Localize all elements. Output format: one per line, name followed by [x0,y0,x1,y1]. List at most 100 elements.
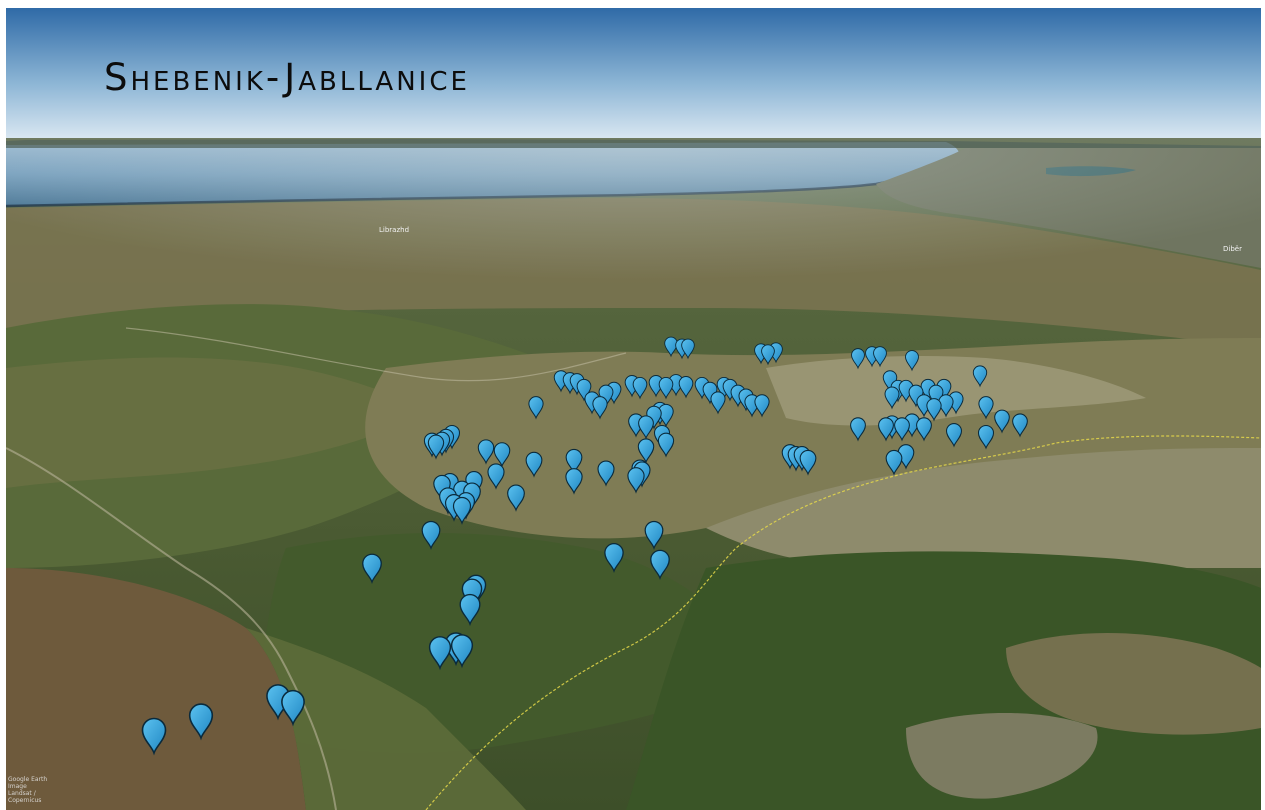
map-marker[interactable] [604,543,624,574]
map-marker-icon[interactable] [884,386,900,410]
map-marker[interactable] [761,344,775,366]
map-marker-icon[interactable] [885,449,903,476]
map-marker-icon[interactable] [644,520,664,550]
map-marker-icon[interactable] [427,434,445,460]
map-marker[interactable] [525,451,543,478]
map-marker[interactable] [638,415,654,440]
map-marker-icon[interactable] [945,423,963,448]
map-marker[interactable] [658,376,674,400]
map-marker[interactable] [528,396,544,420]
map-marker[interactable] [493,442,511,468]
map-marker[interactable] [754,394,770,418]
map-marker[interactable] [977,425,995,450]
map-marker[interactable] [658,403,674,428]
map-marker-icon[interactable] [710,391,726,415]
map-marker[interactable] [905,350,919,372]
map-marker-icon[interactable] [421,520,441,550]
map-marker-icon[interactable] [658,403,674,428]
map-marker-icon[interactable] [977,425,995,450]
map-marker[interactable] [884,386,900,410]
map-marker-icon[interactable] [362,553,382,585]
map-marker[interactable] [799,449,817,476]
map-marker[interactable] [972,365,988,388]
map-marker[interactable] [627,467,645,494]
map-marker[interactable] [894,417,910,442]
map-marker[interactable] [141,717,167,756]
map-marker[interactable] [664,336,678,358]
map-marker[interactable] [565,468,583,495]
map-marker[interactable] [1012,413,1028,438]
map-marker-icon[interactable] [565,449,583,475]
map-marker-icon[interactable] [905,350,919,372]
map-marker-icon[interactable] [650,549,670,581]
map-marker[interactable] [994,409,1010,434]
map-marker[interactable] [850,417,866,442]
map-marker-icon[interactable] [638,415,654,440]
map-marker-icon[interactable] [459,593,481,627]
map-marker-icon[interactable] [657,432,675,458]
map-marker[interactable] [450,634,474,669]
map-marker[interactable] [926,398,942,422]
map-marker[interactable] [657,432,675,458]
map-marker-icon[interactable] [681,338,695,360]
map-marker[interactable] [710,391,726,415]
map-marker-icon[interactable] [894,417,910,442]
map-marker[interactable] [428,636,452,671]
map-marker-icon[interactable] [878,417,894,442]
map-marker-icon[interactable] [799,449,817,476]
map-marker-icon[interactable] [565,468,583,495]
map-marker-icon[interactable] [637,438,655,464]
map-marker-icon[interactable] [972,365,988,388]
map-marker[interactable] [938,394,954,418]
map-marker[interactable] [507,484,525,512]
map-marker-icon[interactable] [938,394,954,418]
map-marker-icon[interactable] [452,497,472,525]
map-marker[interactable] [362,553,382,585]
map-marker[interactable] [452,497,472,525]
map-marker-icon[interactable] [487,463,505,490]
map-marker[interactable] [681,338,695,360]
map-marker-icon[interactable] [450,634,474,669]
map-marker-icon[interactable] [916,417,932,442]
map-marker[interactable] [459,593,481,627]
map-marker-icon[interactable] [754,394,770,418]
map-marker[interactable] [592,396,608,420]
map-marker[interactable] [427,434,445,460]
map-marker[interactable] [916,417,932,442]
map-marker[interactable] [644,520,664,550]
map-marker-icon[interactable] [477,439,495,465]
map-marker-icon[interactable] [188,703,214,741]
map-marker-icon[interactable] [604,543,624,574]
map-marker-icon[interactable] [664,336,678,358]
map-marker[interactable] [487,463,505,490]
map-marker-icon[interactable] [678,376,694,399]
map-marker-icon[interactable] [525,451,543,478]
map-marker-icon[interactable] [528,396,544,420]
map-marker-icon[interactable] [978,396,994,420]
map-marker[interactable] [637,438,655,464]
map-marker-icon[interactable] [507,484,525,512]
map-marker-icon[interactable] [873,346,887,368]
map-marker-icon[interactable] [627,467,645,494]
map-marker[interactable] [650,549,670,581]
map-marker[interactable] [632,376,648,400]
map-marker-icon[interactable] [926,398,942,422]
map-marker-icon[interactable] [592,396,608,420]
map-marker[interactable] [477,439,495,465]
map-marker[interactable] [873,346,887,368]
map-marker[interactable] [421,520,441,550]
map-marker[interactable] [565,449,583,475]
map-marker-icon[interactable] [1012,413,1028,438]
map-marker-icon[interactable] [994,409,1010,434]
map-marker[interactable] [188,703,214,741]
map-marker[interactable] [678,376,694,399]
map-marker-icon[interactable] [658,376,674,400]
map-marker[interactable] [851,348,865,370]
map-viewport[interactable]: Librazhd Dibër Shebenik-Jabllanice Googl… [6,8,1261,810]
map-marker-icon[interactable] [851,348,865,370]
map-marker-icon[interactable] [141,717,167,756]
map-marker-icon[interactable] [761,344,775,366]
map-marker-icon[interactable] [850,417,866,442]
map-marker-icon[interactable] [493,442,511,468]
map-marker[interactable] [978,396,994,420]
